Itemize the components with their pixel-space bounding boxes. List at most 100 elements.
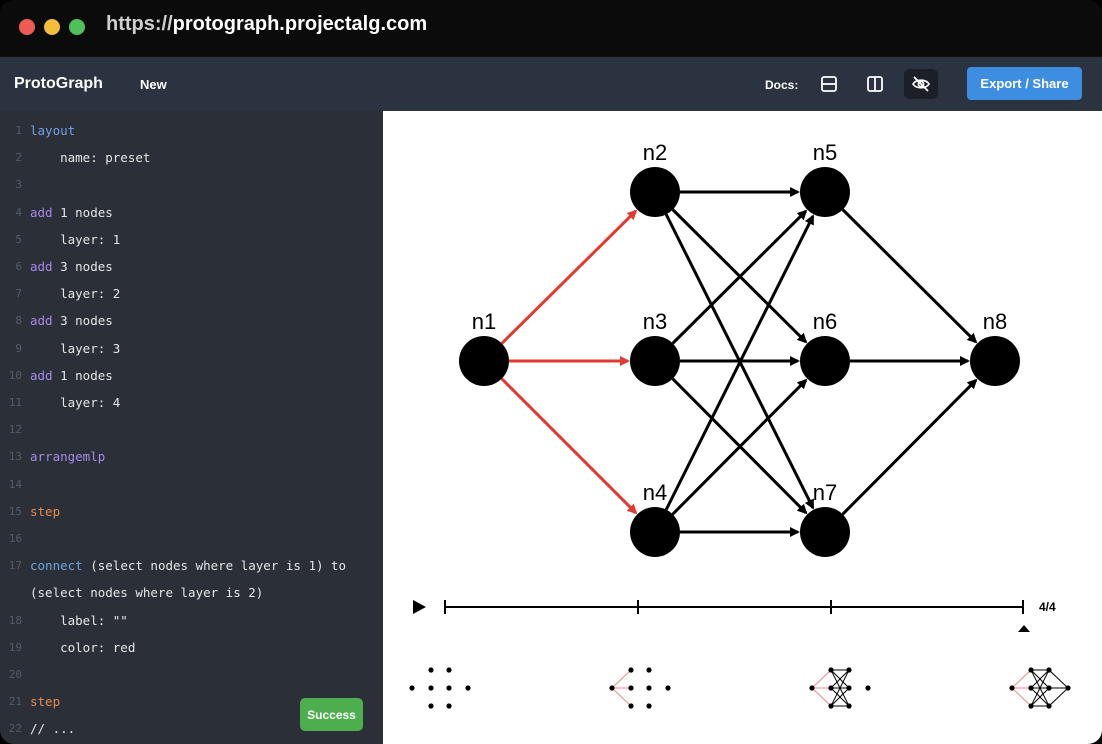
code-line[interactable]: 7 layer: 2 [0,281,383,308]
step-thumbnail[interactable] [1009,667,1071,709]
step-counter: 4/4 [1039,600,1056,614]
code-text: add 3 nodes [30,259,113,274]
edge-n5-n8[interactable] [841,208,978,344]
node-label: n5 [813,140,837,165]
code-line[interactable]: 20 [0,662,383,689]
edge-n1-n2[interactable] [500,209,638,345]
layout-horizontal-button[interactable] [812,69,846,99]
graph-node-n4[interactable] [630,507,680,557]
code-line[interactable]: 6 add 3 nodes [0,254,383,281]
minimize-window-button[interactable] [44,19,60,35]
code-line[interactable]: 9 layer: 3 [0,336,383,363]
edge-n4-n5[interactable] [664,214,815,511]
line-number: 12 [8,423,22,437]
code-line[interactable]: 8 add 3 nodes [0,308,383,335]
code-line[interactable]: 12 [0,417,383,444]
line-number: 1 [15,124,22,137]
node-label: n8 [983,309,1007,334]
edge-n1-n4[interactable] [500,377,638,515]
hide-docs-button[interactable] [904,69,938,99]
code-line[interactable]: 14 [0,472,383,499]
graph-node-n6[interactable] [800,336,850,386]
code-line[interactable]: 22 // ... [0,716,383,743]
node-label: n6 [813,309,837,334]
node-label: n7 [813,480,837,505]
edge-n7-n8[interactable] [841,378,978,516]
play-icon[interactable] [413,600,426,614]
node-label: n3 [643,309,667,334]
url-scheme: https:// [106,13,173,35]
graph-node-n3[interactable] [630,336,680,386]
code-text: name: preset [30,150,151,166]
line-number: 5 [15,232,22,246]
node-label: n1 [472,309,496,334]
code-text: add 1 nodes [30,204,113,220]
graph-node-n5[interactable] [800,167,850,217]
graph-canvas[interactable]: n1 n2 n3 n4 n5 n6 n7 n8 4/4 [383,111,1102,744]
line-number: 16 [8,532,22,545]
step-thumbnail[interactable] [409,667,471,709]
line-number: 2 [15,151,22,165]
code-text: add 3 nodes [30,313,113,329]
line-number: 19 [8,640,22,654]
line-number: 10 [8,368,22,382]
split-vertical-icon [867,76,883,92]
code-line[interactable]: 18 label: "" [0,608,383,635]
timeline: 4/4 [413,600,1056,632]
new-button[interactable]: New [140,77,167,92]
line-number: 4 [15,205,22,219]
line-number: 15 [8,504,22,518]
code-text: add 1 nodes [30,367,113,383]
line-number: 11 [8,396,22,409]
graph-node-n8[interactable] [970,336,1020,386]
step-thumbnail[interactable] [809,667,871,709]
app-toolbar: ProtoGraph New Docs: Export / Share [0,57,1102,111]
export-share-button[interactable]: Export / Share [967,67,1082,100]
code-line[interactable]: 16 [0,526,383,553]
close-window-button[interactable] [19,19,35,35]
eye-off-icon [912,76,930,92]
line-number: 6 [15,260,22,273]
edge-n4-n6[interactable] [671,378,808,516]
maximize-window-button[interactable] [69,19,85,35]
code-text: layer: 2 [30,286,121,302]
layout-vertical-button[interactable] [858,69,892,99]
code-line[interactable]: 4 add 1 nodes [0,200,383,227]
code-text: label: "" [30,612,128,628]
step-thumbnail[interactable] [609,667,671,709]
code-text: arrangemlp [30,449,106,465]
code-line[interactable]: (select nodes where layer is 2) [0,580,383,607]
code-line[interactable]: 5 layer: 1 [0,227,383,254]
code-text: layer: 4 [30,395,121,410]
code-line[interactable]: 2 name: preset [0,145,383,172]
line-number: 8 [15,314,22,328]
code-text: layer: 1 [30,231,121,247]
code-line[interactable]: 11 layer: 4 [0,390,383,417]
timeline-marker-icon [1018,625,1030,632]
code-line[interactable]: 3 [0,172,383,199]
graph-node-n7[interactable] [800,507,850,557]
line-number: 22 [8,722,22,736]
edge-n3-n5[interactable] [671,209,808,345]
line-number: 21 [8,695,22,709]
node-label: n2 [643,140,667,165]
code-text: layer: 3 [30,340,121,356]
node-label: n4 [643,480,667,505]
line-number: 17 [8,559,22,573]
graph-node-n1[interactable] [459,336,509,386]
code-line[interactable]: 10 add 1 nodes [0,363,383,390]
graph-svg: n1 n2 n3 n4 n5 n6 n7 n8 4/4 [409,140,1071,709]
graph-node-n2[interactable] [630,167,680,217]
code-text: color: red [30,639,136,655]
code-text: // ... [30,721,76,737]
browser-titlebar: https://protograph.projectalg.com [0,0,1102,56]
code-line[interactable]: 19 color: red [0,635,383,662]
docs-label: Docs: [765,78,799,92]
address-bar[interactable]: https://protograph.projectalg.com [106,13,427,36]
